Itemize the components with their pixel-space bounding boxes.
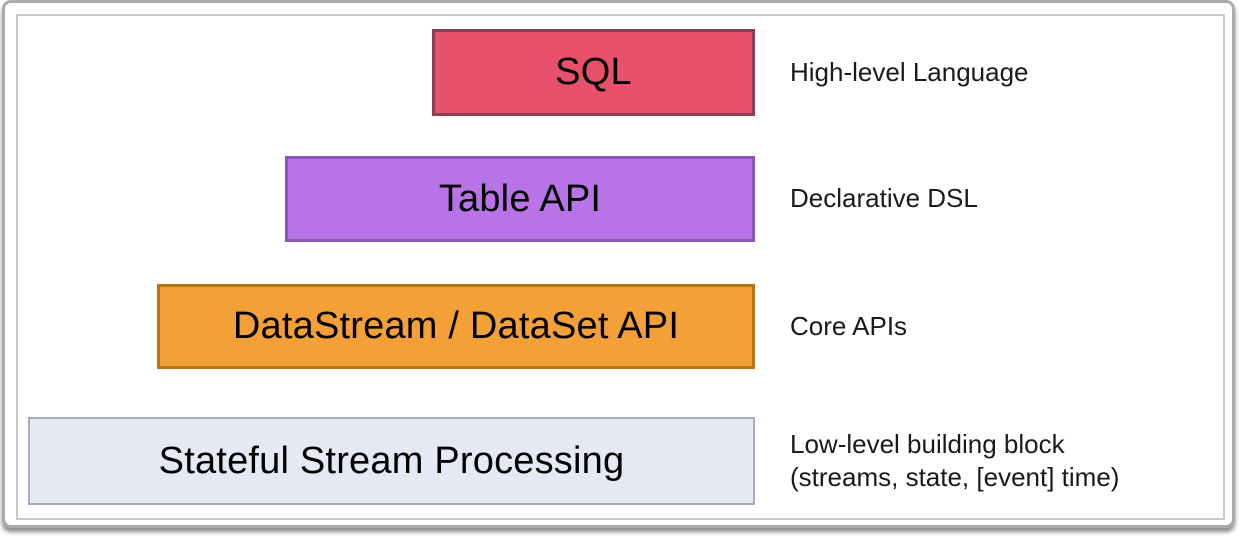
annotation-text: High-level Language	[790, 56, 1029, 87]
annotation-low-level-building-block: Low-level building block (streams, state…	[790, 417, 1119, 505]
annotation-core-apis: Core APIs	[790, 284, 907, 369]
layer-label-sql: SQL	[555, 51, 632, 93]
annotation-text-line1: Low-level building block	[790, 428, 1065, 459]
layer-box-sql: SQL	[432, 29, 755, 116]
layer-label-datastream-dataset-api: DataStream / DataSet API	[232, 305, 680, 347]
annotation-declarative-dsl: Declarative DSL	[790, 156, 978, 242]
annotation-text: Declarative DSL	[790, 183, 978, 214]
layer-box-stateful-stream-processing: Stateful Stream Processing	[28, 417, 755, 505]
layer-label-table-api: Table API	[438, 177, 602, 220]
annotation-text: Core APIs	[790, 310, 908, 341]
annotation-high-level-language: High-level Language	[790, 29, 1029, 116]
layer-box-datastream-dataset-api: DataStream / DataSet API	[157, 284, 755, 369]
layer-box-table-api: Table API	[285, 156, 755, 242]
layer-label-stateful-stream-processing: Stateful Stream Processing	[158, 439, 625, 482]
annotation-text-line2: (streams, state, [event] time)	[790, 462, 1120, 492]
